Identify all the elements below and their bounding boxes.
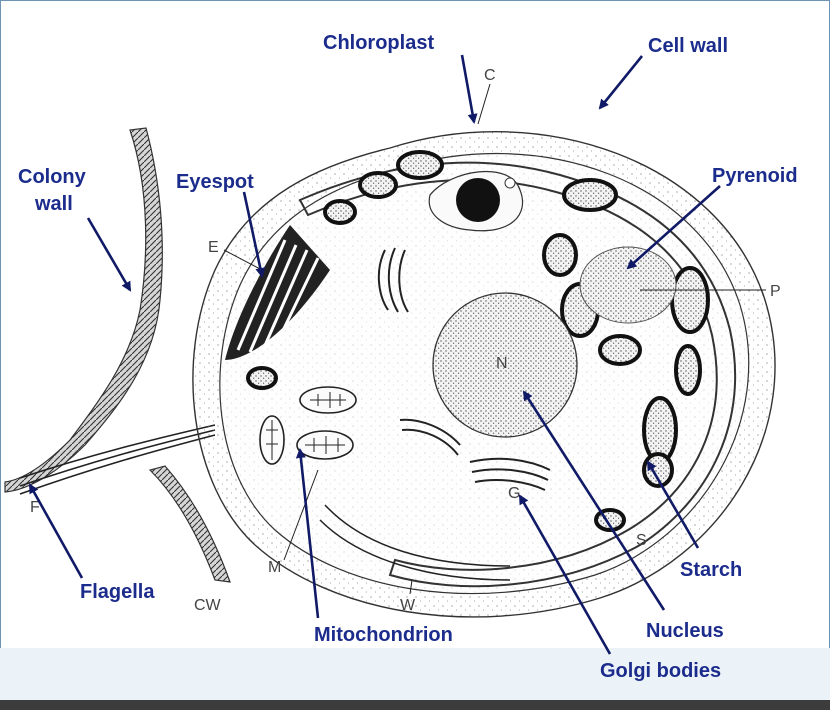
letter-e: E bbox=[208, 239, 219, 256]
label-colony-wall-line1: Colony bbox=[18, 166, 87, 188]
pyrenoid bbox=[579, 246, 677, 324]
bottom-bar bbox=[0, 700, 830, 710]
letter-w: W bbox=[400, 597, 416, 614]
label-colony-wall-line2: wall bbox=[34, 193, 73, 215]
label-arrows bbox=[28, 54, 721, 655]
label-mitochondrion: Mitochondrion bbox=[314, 624, 453, 646]
letter-f: F bbox=[30, 499, 40, 516]
golgi-bodies bbox=[377, 247, 551, 491]
letter-cw: CW bbox=[194, 597, 222, 614]
label-starch: Starch bbox=[680, 559, 742, 581]
mitochondria bbox=[259, 386, 357, 465]
letter-n: N bbox=[496, 355, 508, 372]
letter-c: C bbox=[484, 67, 496, 84]
nucleus bbox=[432, 292, 578, 438]
label-eyespot: Eyespot bbox=[176, 171, 254, 193]
label-pyrenoid: Pyrenoid bbox=[712, 165, 798, 187]
label-cell-wall: Cell wall bbox=[648, 35, 728, 57]
label-golgi-bodies: Golgi bodies bbox=[600, 660, 721, 682]
label-flagella: Flagella bbox=[80, 581, 155, 603]
colony-wall bbox=[4, 127, 231, 583]
vacuole bbox=[428, 170, 524, 232]
label-nucleus: Nucleus bbox=[646, 620, 724, 642]
letter-p: P bbox=[770, 283, 781, 300]
footer-band bbox=[0, 648, 830, 700]
label-chloroplast: Chloroplast bbox=[323, 32, 434, 54]
letter-m: M bbox=[268, 559, 281, 576]
chloroplast bbox=[298, 161, 737, 588]
flagella bbox=[19, 424, 216, 495]
letter-g: G bbox=[508, 485, 520, 502]
eyespot bbox=[225, 225, 330, 360]
letter-s: S bbox=[636, 532, 647, 549]
